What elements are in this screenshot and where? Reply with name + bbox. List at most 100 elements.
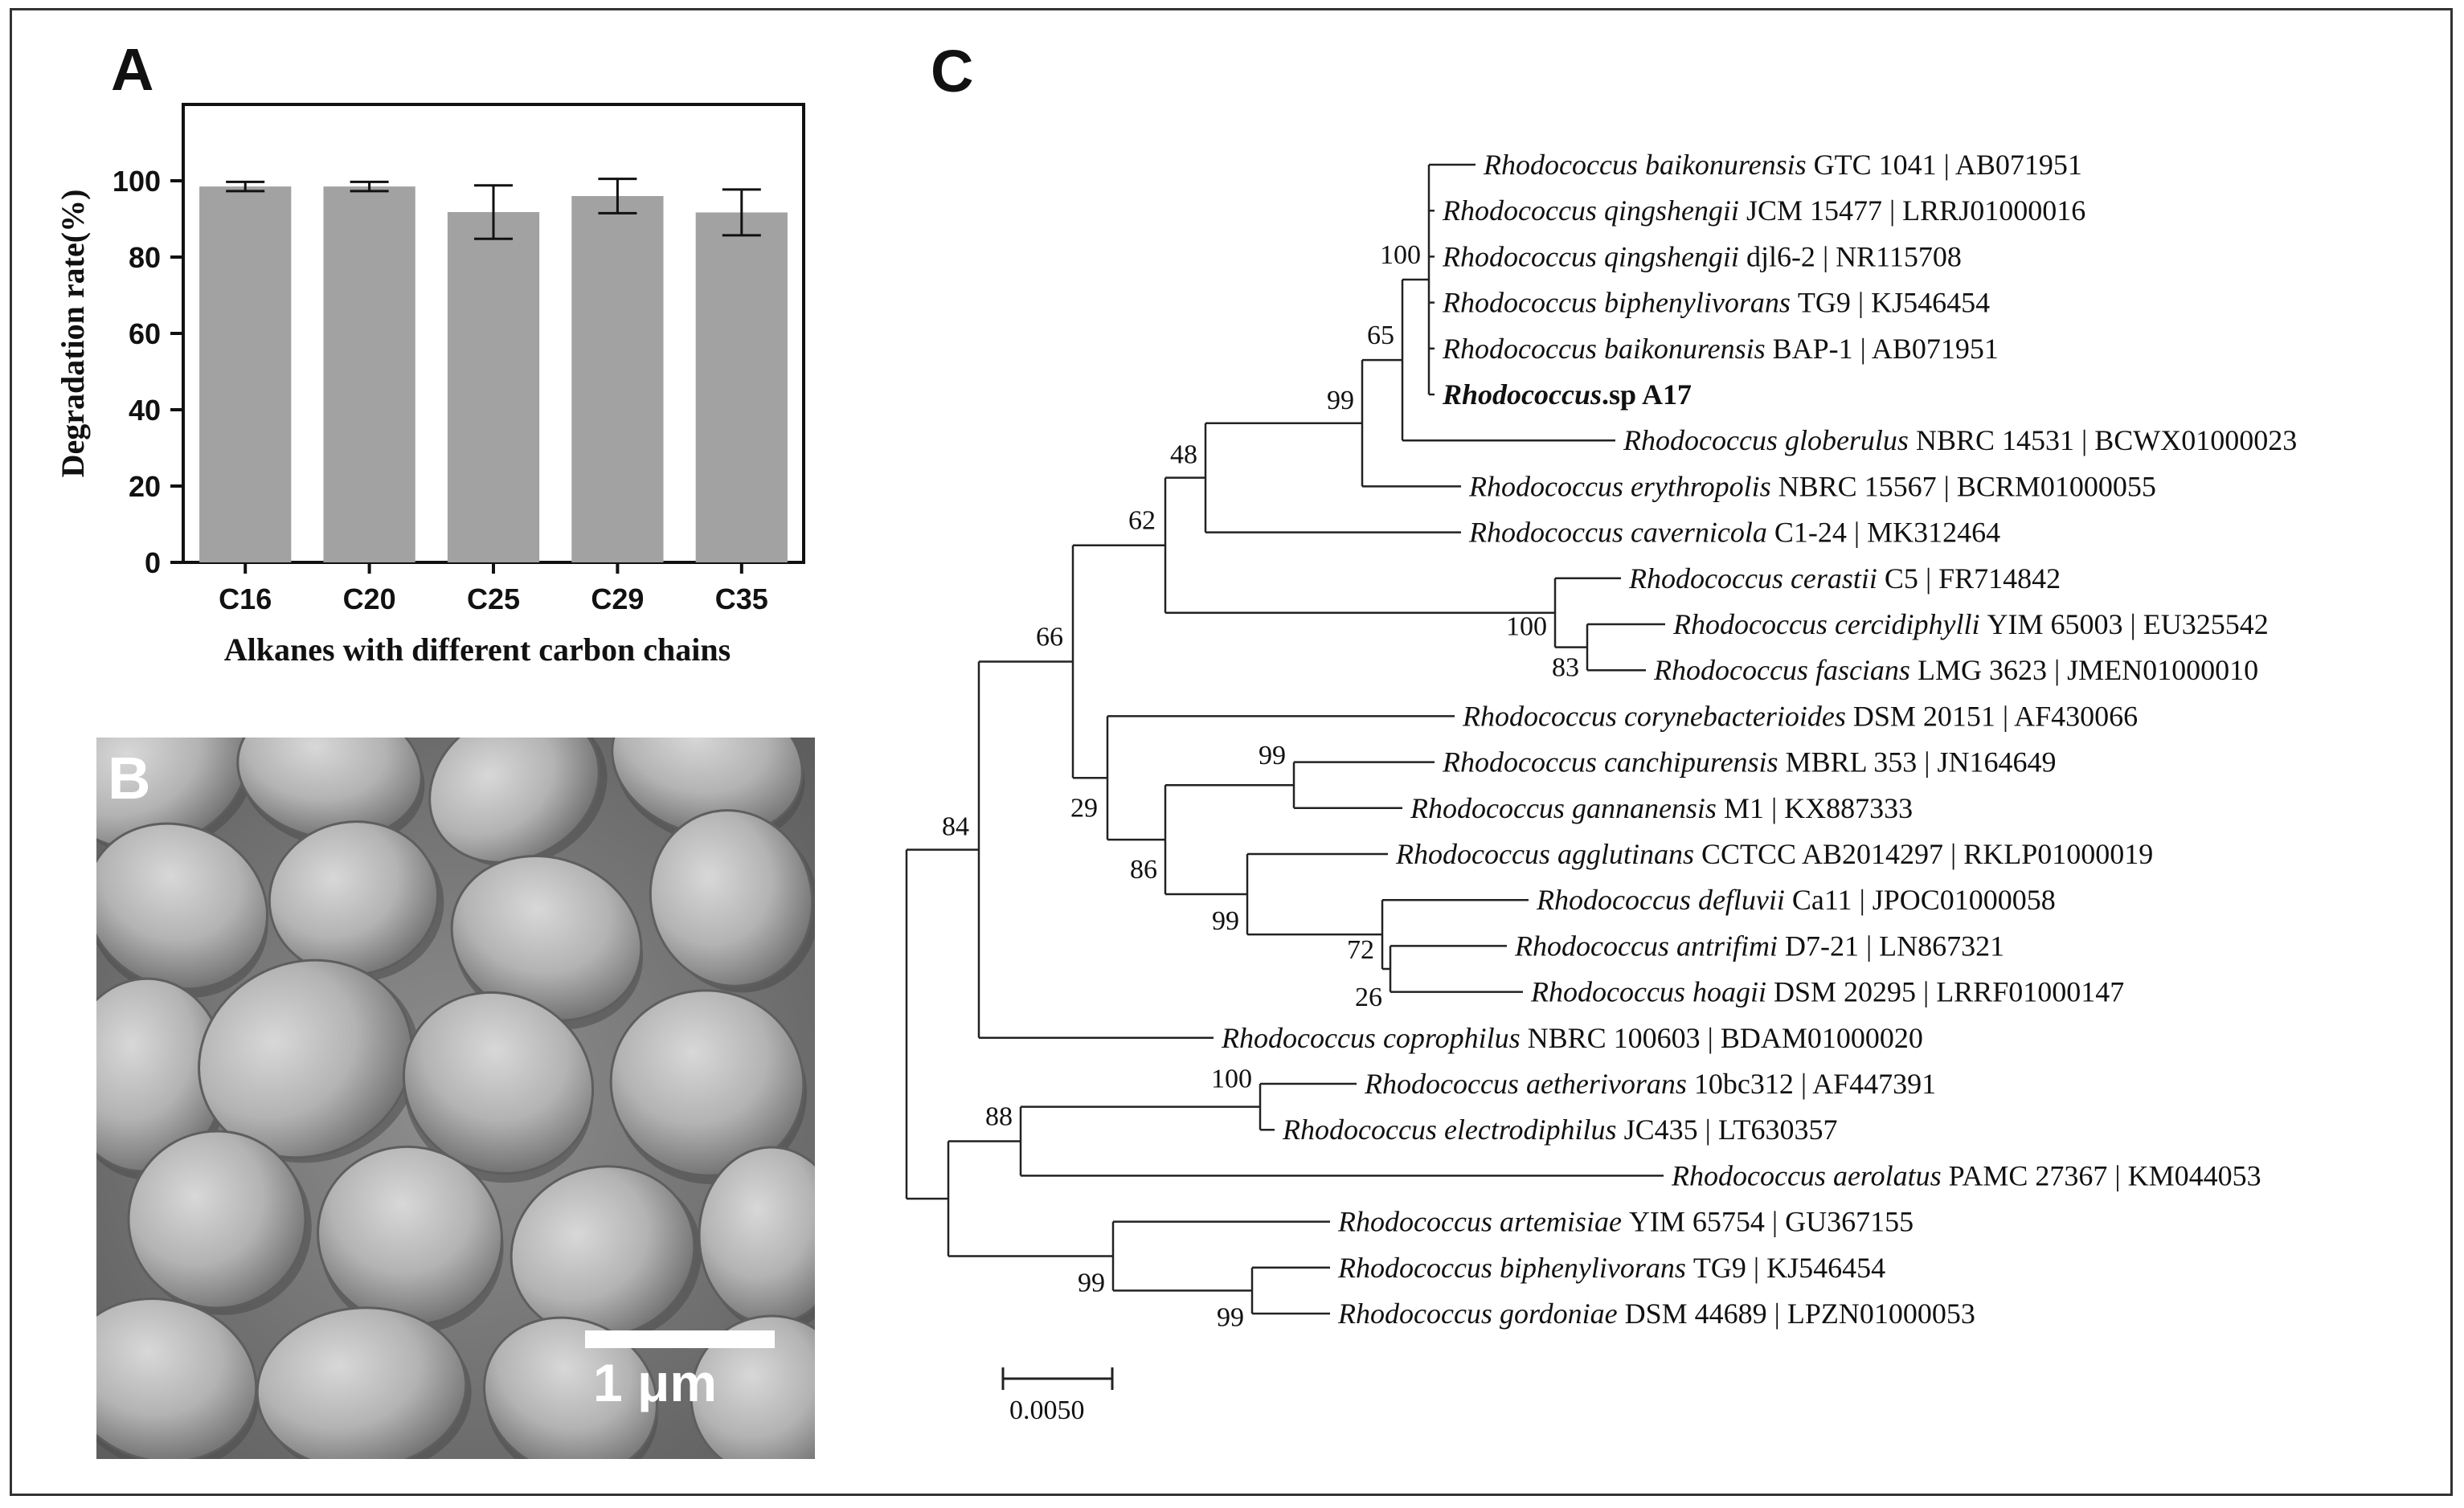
- x-tick-label: C16: [219, 582, 272, 615]
- leaf-species: defluvii: [1698, 884, 1792, 916]
- leaf-species: qingshengii: [1604, 240, 1746, 272]
- leaf-genus: Rhodococcus: [1462, 700, 1624, 732]
- leaf-genus: Rhodococcus: [1337, 1206, 1500, 1238]
- leaf-strain: NBRC 15567: [1778, 470, 1937, 502]
- leaf-label: Rhodococcus agglutinans CCTCC AB2014297 …: [1395, 838, 2153, 870]
- bootstrap-label: 88: [985, 1102, 1013, 1132]
- leaf-strain: DSM 20151: [1853, 700, 1995, 732]
- leaf-genus: Rhodococcus: [1530, 976, 1692, 1008]
- bootstrap-label: 84: [942, 812, 969, 842]
- bootstrap-label: 100: [1380, 240, 1421, 270]
- leaf-accession: | BCRM01000055: [1937, 470, 2156, 502]
- leaf-species: gordoniae: [1500, 1298, 1625, 1330]
- bootstrap-label: 29: [1070, 793, 1098, 823]
- leaf-accession: | KM044053: [2107, 1159, 2261, 1191]
- leaf-label: Rhodococcus biphenylivorans TG9 | KJ5464…: [1442, 287, 1990, 319]
- leaf-accession: | LPZN01000053: [1767, 1298, 1975, 1330]
- bacterial-cell: [96, 1298, 258, 1459]
- leaf-accession: | AF430066: [1995, 700, 2138, 732]
- leaf-genus: Rhodococcus: [1282, 1114, 1444, 1146]
- leaf-species: fascians: [1815, 654, 1918, 686]
- leaf-species: coprophilus: [1383, 1022, 1528, 1054]
- leaf-genus: Rhodococcus: [1628, 562, 1791, 595]
- leaf-species: gannanensis: [1572, 792, 1724, 824]
- leaf-accession: | BDAM01000020: [1701, 1022, 1923, 1054]
- x-tick-label: C25: [467, 582, 520, 615]
- y-tick-label: 0: [145, 546, 161, 579]
- leaf-genus: Rhodococcus: [1221, 1022, 1383, 1054]
- sem-image: [96, 738, 815, 1459]
- leaf-genus: Rhodococcus: [1672, 608, 1835, 640]
- bootstrap-label: 62: [1128, 506, 1156, 536]
- leaf-accession: | AB071951: [1853, 333, 1999, 365]
- bar: [695, 212, 788, 562]
- leaf-genus: Rhodococcus: [1337, 1298, 1500, 1330]
- leaf-species: erythropolis: [1631, 470, 1778, 502]
- leaf-accession: | LRRF01000147: [1916, 976, 2124, 1008]
- leaf-strain: TG9: [1693, 1252, 1746, 1284]
- leaf-genus: Rhodococcus: [1468, 517, 1631, 549]
- bootstrap-label: 26: [1355, 983, 1382, 1012]
- bootstrap-label: 65: [1367, 321, 1394, 350]
- leaf-label: Rhodococcus antrifimi D7-21 | LN867321: [1514, 930, 2004, 962]
- bacterial-cell: [198, 958, 413, 1159]
- bar: [447, 211, 540, 562]
- leaf-accession: | EU325542: [2123, 608, 2269, 640]
- leaf-strain: C1-24: [1774, 517, 1847, 549]
- leaf-species: globerulus: [1785, 424, 1916, 456]
- figure-frame: [10, 8, 2453, 1496]
- leaf-genus: Rhodococcus: [1536, 884, 1698, 916]
- leaf-species: .sp: [1602, 378, 1642, 411]
- scale-bar: [585, 1330, 775, 1348]
- leaf-species: baikonurensis: [1604, 333, 1773, 365]
- leaf-accession: | JMEN01000010: [2047, 654, 2258, 686]
- leaf-accession: | LT630357: [1698, 1114, 1838, 1146]
- leaf-accession: | NR115708: [1815, 240, 1962, 272]
- leaf-species: agglutinans: [1557, 838, 1701, 870]
- leaf-label: Rhodococcus baikonurensis BAP-1 | AB0719…: [1442, 333, 1999, 365]
- bar: [571, 196, 664, 562]
- leaf-genus: Rhodococcus: [1442, 746, 1604, 779]
- bar: [199, 186, 292, 562]
- leaf-genus: Rhodococcus: [1483, 149, 1645, 181]
- leaf-accession: | KX887333: [1764, 792, 1913, 824]
- leaf-strain: BAP-1: [1773, 333, 1853, 365]
- leaf-label: Rhodococcus electrodiphilus JC435 | LT63…: [1282, 1114, 1838, 1146]
- leaf-species: biphenylivorans: [1604, 287, 1798, 319]
- leaf-label: Rhodococcus globerulus NBRC 14531 | BCWX…: [1623, 424, 2297, 456]
- bacterial-cell: [609, 989, 805, 1177]
- leaf-label: Rhodococcus aetherivorans 10bc312 | AF44…: [1364, 1068, 1936, 1100]
- leaf-species: cavernicola: [1631, 517, 1774, 549]
- leaf-label: Rhodococcus gordoniae DSM 44689 | LPZN01…: [1337, 1298, 1975, 1330]
- leaf-label: Rhodococcus qingshengii JCM 15477 | LRRJ…: [1442, 194, 2085, 227]
- leaf-strain: Ca11: [1792, 884, 1852, 916]
- leaf-accession: | KJ546454: [1746, 1252, 1885, 1284]
- leaf-strain: PAMC 27367: [1949, 1159, 2108, 1191]
- leaf-label: Rhodococcus cavernicola C1-24 | MK312464: [1468, 517, 2000, 549]
- bacterial-cell: [483, 1316, 658, 1459]
- leaf-label: Rhodococcus cercidiphylli YIM 65003 | EU…: [1672, 608, 2269, 640]
- leaf-label: Rhodococcus qingshengii djl6-2 | NR11570…: [1442, 240, 1962, 272]
- leaf-label: Rhodococcus baikonurensis GTC 1041 | AB0…: [1483, 149, 2082, 181]
- leaf-strain: JC435: [1624, 1114, 1698, 1146]
- leaf-strain: LMG 3623: [1918, 654, 2047, 686]
- bootstrap-label: 83: [1552, 653, 1579, 683]
- bootstrap-label: 66: [1036, 622, 1063, 652]
- leaf-genus: Rhodococcus: [1364, 1068, 1526, 1100]
- leaf-label-highlighted: Rhodococcus.sp A17: [1442, 378, 1692, 411]
- leaf-strain: DSM 20295: [1774, 976, 1916, 1008]
- leaf-accession: | LRRJ01000016: [1882, 194, 2085, 227]
- leaf-genus: Rhodococcus: [1442, 240, 1604, 272]
- leaf-species: baikonurensis: [1645, 149, 1814, 181]
- bootstrap-label: 72: [1347, 935, 1374, 965]
- x-axis-label: Alkanes with different carbon chains: [224, 631, 731, 668]
- leaf-strain: A17: [1642, 378, 1692, 411]
- leaf-species: aetherivorans: [1526, 1068, 1694, 1100]
- bootstrap-label: 99: [1217, 1302, 1244, 1332]
- leaf-label: Rhodococcus corynebacterioides DSM 20151…: [1462, 700, 2138, 732]
- leaf-strain: YIM 65754: [1629, 1206, 1765, 1238]
- leaf-species: aerolatus: [1833, 1159, 1949, 1191]
- y-tick-label: 80: [129, 241, 161, 274]
